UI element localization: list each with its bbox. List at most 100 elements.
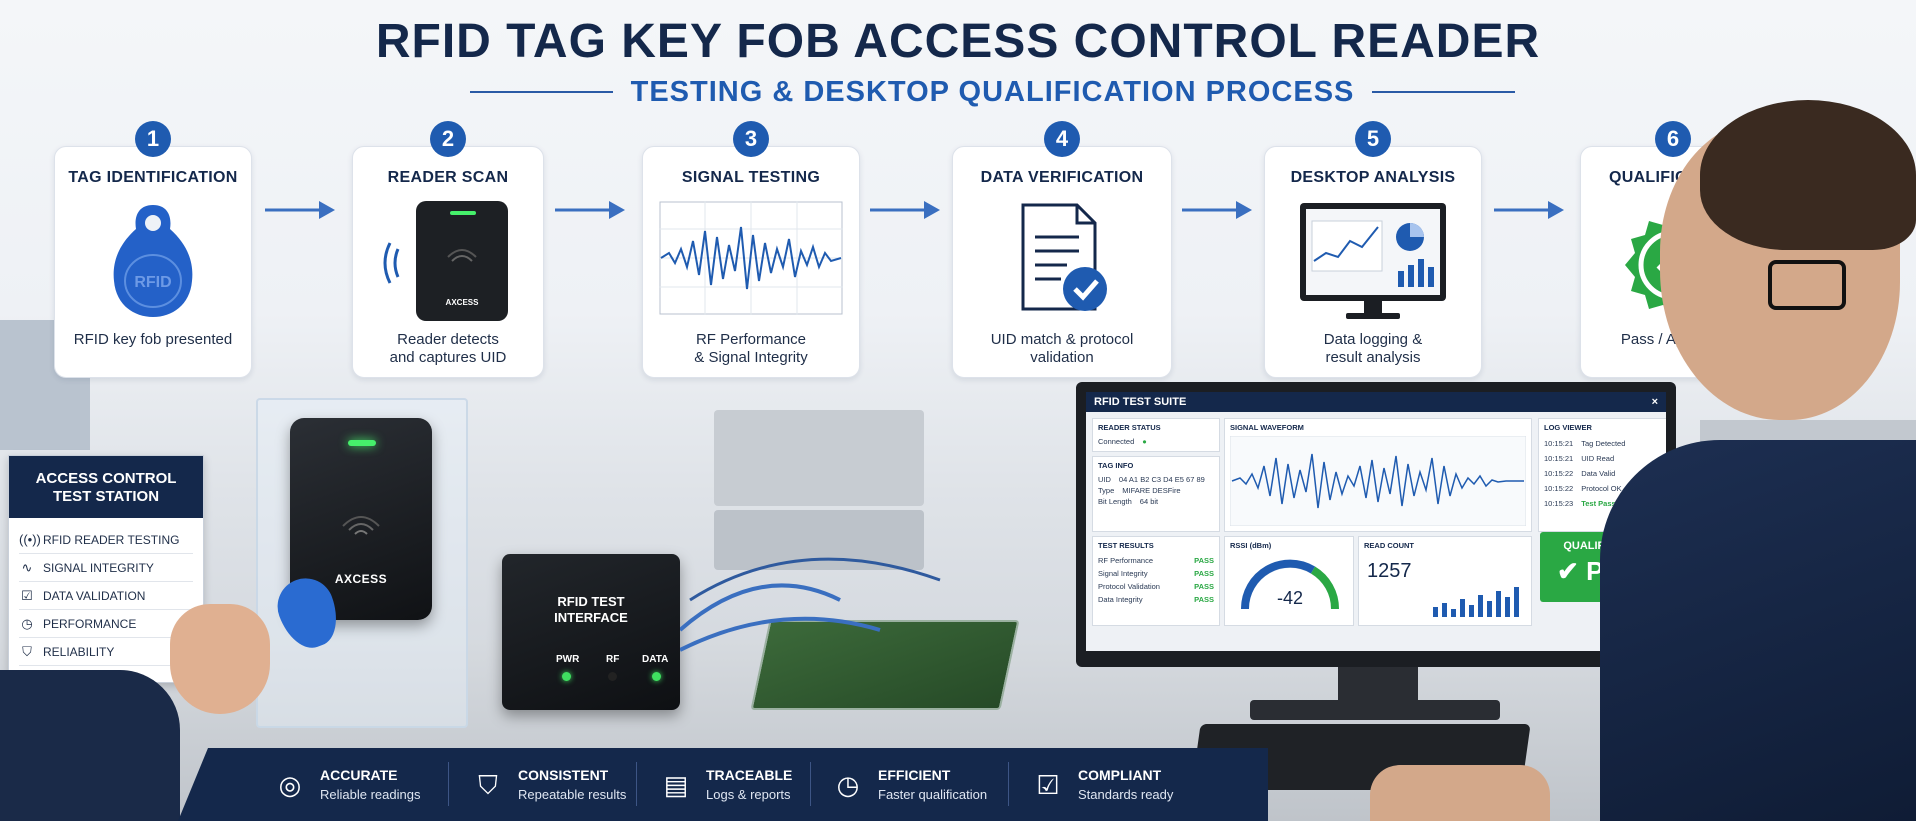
close-icon[interactable]: × <box>1651 396 1658 408</box>
station-title-line: TEST STATION <box>52 488 160 505</box>
fob-label: RFID <box>134 274 171 291</box>
tag-info-key: Bit Length <box>1098 497 1132 506</box>
station-item: ☑DATA VALIDATION <box>19 582 193 610</box>
signal-waveform-pane: SIGNAL WAVEFORM <box>1224 418 1532 532</box>
pane-title: READ COUNT <box>1364 541 1414 550</box>
step-data-verification: 4 DATA VERIFICATION UID match & protocol… <box>952 121 1172 378</box>
feature-title: COMPLIANT <box>1078 767 1162 783</box>
data-label: DATA <box>642 654 669 665</box>
result-key: Protocol Validation <box>1098 582 1160 591</box>
glasses <box>1768 260 1846 310</box>
step-description-line: result analysis <box>1325 349 1421 366</box>
step-description-line: UID match & protocol <box>990 331 1134 348</box>
check-circle-icon: ✔ <box>1557 556 1579 586</box>
step-title: TAG IDENTIFICATION <box>68 169 238 186</box>
step-description-line: RF Performance <box>695 331 807 348</box>
step-number-badge: 1 <box>135 121 171 157</box>
divider <box>1008 762 1009 806</box>
tag-info-value: MIFARE DESFire <box>1122 486 1181 495</box>
document-icon: ▤ <box>663 769 689 800</box>
reader-brand-label: AXCESS <box>334 572 388 586</box>
arrow-right-icon <box>265 201 335 219</box>
result-row: Data Integrity PASS <box>1093 593 1219 606</box>
station-item-label: RFID READER TESTING <box>43 532 180 547</box>
step-number-badge: 5 <box>1355 121 1391 157</box>
tag-info-value: 04 A1 B2 C3 D4 E5 67 89 <box>1118 475 1205 484</box>
stopwatch-icon: ◷ <box>836 769 860 800</box>
step-number-badge: 2 <box>430 121 466 157</box>
result-value: PASS <box>1194 556 1214 565</box>
step-description: RF Performance & Signal Integrity <box>643 331 859 367</box>
divider <box>636 762 637 806</box>
result-value: PASS <box>1194 595 1214 604</box>
station-item-label: RELIABILITY <box>43 644 115 659</box>
step-description-line: validation <box>1030 349 1094 366</box>
result-key: Signal Integrity <box>1098 569 1148 578</box>
monitor-dashboard-icon <box>1300 203 1446 319</box>
signal-icon: ∿ <box>21 559 33 575</box>
page-subtitle: TESTING & DESKTOP QUALIFICATION PROCESS <box>630 75 1355 108</box>
read-count-bars <box>1433 587 1519 617</box>
timer-icon: ◷ <box>21 615 33 631</box>
station-item-label: DATA VALIDATION <box>43 588 146 603</box>
feature-desc: Faster qualification <box>878 787 988 802</box>
status-led <box>348 440 376 446</box>
rf-label: RF <box>606 654 620 665</box>
monitor: RFID TEST SUITE × READER STATUS Connecte… <box>1076 382 1676 667</box>
log-message: Test Passed <box>1581 499 1625 508</box>
status-value: Connected <box>1098 437 1135 446</box>
log-message: UID Read <box>1581 454 1615 463</box>
step-description-line: and captures UID <box>389 349 507 366</box>
reader-scan-icon: AXCESS <box>383 201 508 321</box>
step-reader-scan: 2 READER SCAN AXCESS Reader detects and … <box>352 121 544 378</box>
pane-title: TEST RESULTS <box>1098 541 1154 550</box>
status-dot-icon: ● <box>1142 437 1147 446</box>
feature-desc: Repeatable results <box>518 787 627 802</box>
operator-hand <box>170 604 270 714</box>
shield-check-icon: ⛉ <box>478 769 498 800</box>
operator-arm <box>0 670 180 821</box>
reader-status-pane: READER STATUS Connected● <box>1092 418 1220 452</box>
feature-desc: Reliable readings <box>320 787 421 802</box>
step-title: DATA VERIFICATION <box>980 169 1144 186</box>
step-tag-identification: 1 TAG IDENTIFICATION RFID RFID key fob p… <box>54 121 252 378</box>
rf-led <box>608 672 617 681</box>
log-message: Tag Detected <box>1581 439 1626 448</box>
key-fob-icon: RFID <box>113 205 193 317</box>
interface-title-line: RFID TEST <box>557 594 625 609</box>
reader-brand-label: AXCESS <box>446 298 480 307</box>
arrow-right-icon <box>555 201 625 219</box>
result-key: Data Integrity <box>1098 595 1143 604</box>
checkbox-icon: ☑ <box>1036 769 1060 800</box>
log-time: 10:15:21 <box>1544 454 1574 463</box>
station-item-label: PERFORMANCE <box>43 616 137 631</box>
waveform-plot <box>1229 435 1527 527</box>
feature-accurate: ◎ ACCURATE Reliable readings <box>272 748 421 821</box>
step-description-line: RFID key fob presented <box>73 331 233 348</box>
rfid-wave-icon <box>342 516 380 535</box>
log-message: Protocol OK <box>1581 484 1622 493</box>
step-title: SIGNAL TESTING <box>681 169 821 186</box>
station-item: ⛉RELIABILITY <box>19 638 193 666</box>
step-signal-testing: 3 SIGNAL TESTING RF Performance & Signal… <box>642 121 860 378</box>
target-icon: ◎ <box>278 769 302 800</box>
feature-title: TRACEABLE <box>706 767 793 783</box>
station-title: ACCESS CONTROL TEST STATION <box>9 456 203 518</box>
feature-title: ACCURATE <box>320 767 398 783</box>
log-time: 10:15:22 <box>1544 484 1574 493</box>
step-description: RFID key fob presented <box>55 331 251 349</box>
step-description: UID match & protocol validation <box>953 331 1171 367</box>
engineer-hair <box>1700 100 1916 250</box>
